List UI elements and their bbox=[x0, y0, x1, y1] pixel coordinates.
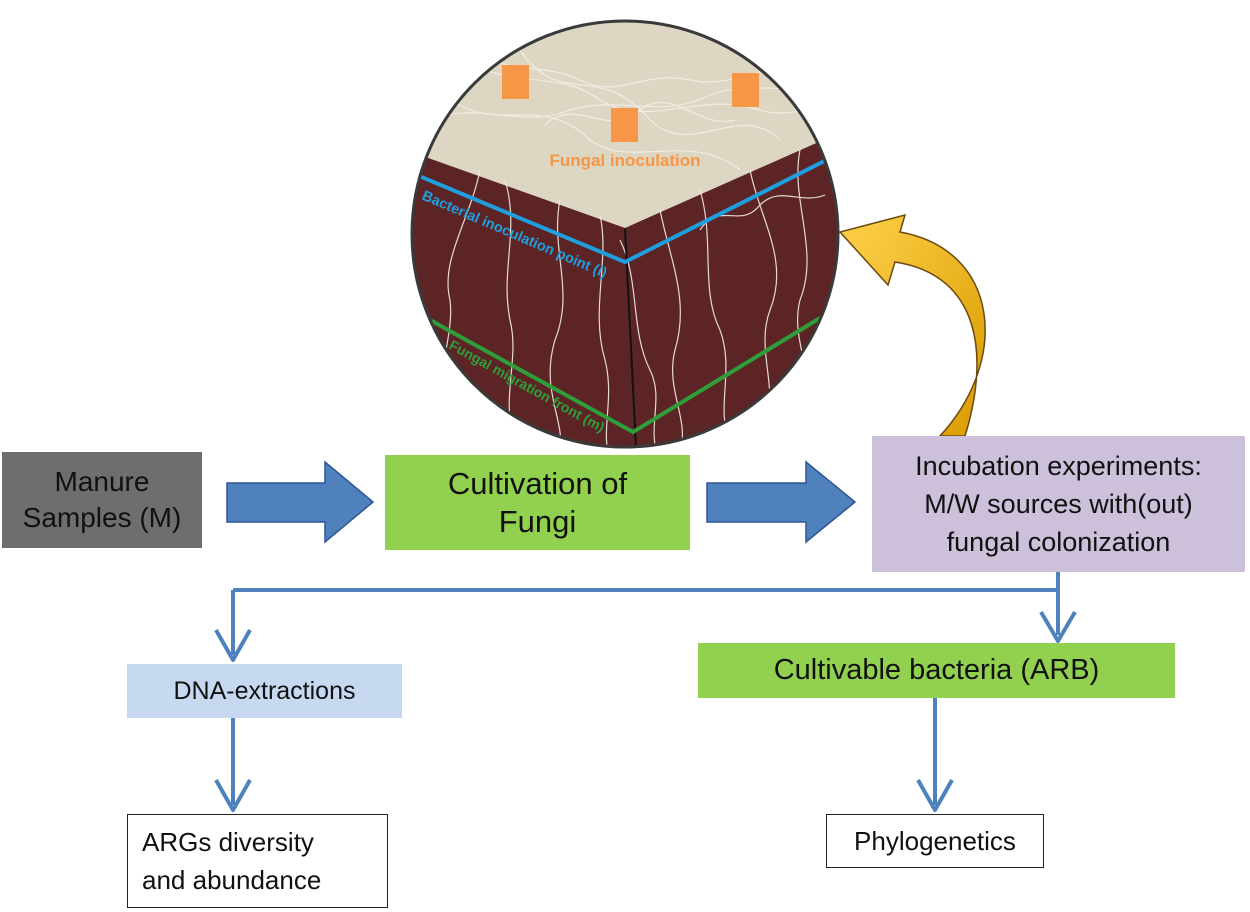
cultivable-bacteria-box: Cultivable bacteria (ARB) bbox=[698, 643, 1175, 698]
dna-label: DNA-extractions bbox=[173, 676, 356, 705]
fungal-migration-line bbox=[429, 316, 822, 435]
center-seam bbox=[624, 227, 637, 447]
phylogenetics-box: Phylogenetics bbox=[826, 814, 1044, 868]
incubation-line3: fungal colonization bbox=[946, 527, 1171, 557]
args-line1: ARGs diversity bbox=[142, 827, 314, 857]
inoculum-square bbox=[611, 108, 638, 142]
manure-line2: Samples (M) bbox=[22, 502, 182, 533]
cultivation-of-fungi-box: Cultivation of Fungi bbox=[385, 455, 690, 550]
branch-connector bbox=[214, 572, 1077, 812]
bacterial-inoculation-line bbox=[412, 146, 838, 265]
phylogenetics-label: Phylogenetics bbox=[854, 825, 1016, 856]
cultivation-line1: Cultivation of bbox=[447, 465, 628, 501]
curved-feedback-arrow bbox=[838, 213, 986, 437]
cultivable-label: Cultivable bacteria (ARB) bbox=[773, 654, 1100, 686]
petri-dish-inset: Fungal inoculation Bacterial inoculation… bbox=[410, 19, 840, 449]
petri-dish-outline bbox=[410, 19, 840, 449]
cultivation-line2: Fungi bbox=[498, 503, 577, 539]
dna-extractions-box: DNA-extractions bbox=[127, 664, 402, 718]
inoculum-square bbox=[732, 73, 759, 107]
args-diversity-box: ARGs diversity and abundance bbox=[127, 814, 388, 908]
incubation-experiments-box: Incubation experiments: M/W sources with… bbox=[872, 436, 1245, 572]
arrow-manure-to-cultivation bbox=[226, 460, 375, 544]
manure-samples-box: Manure Samples (M) bbox=[2, 452, 202, 548]
inoculum-square bbox=[502, 65, 529, 99]
args-line2: and abundance bbox=[142, 865, 322, 895]
manure-line1: Manure bbox=[54, 466, 150, 497]
arrow-cultivation-to-incubation bbox=[706, 460, 857, 544]
fungal-inoculation-label: Fungal inoculation bbox=[549, 151, 700, 170]
incubation-line1: Incubation experiments: bbox=[915, 451, 1202, 481]
incubation-line2: M/W sources with(out) bbox=[924, 489, 1193, 519]
